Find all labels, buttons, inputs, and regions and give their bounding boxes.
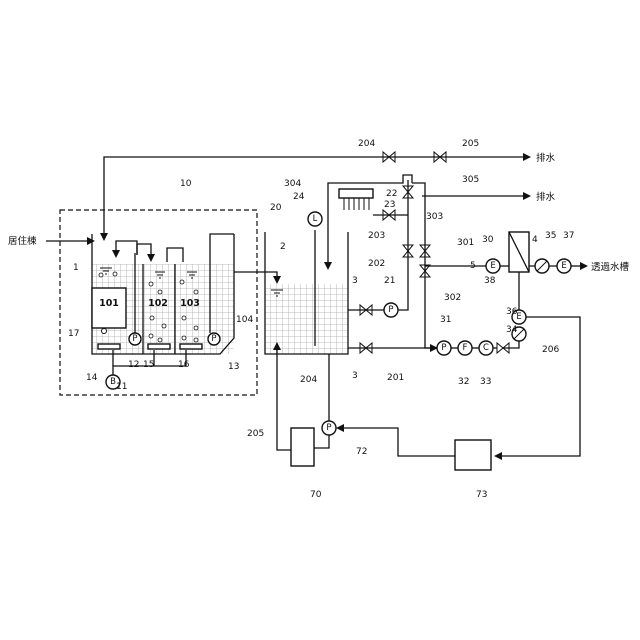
reference-numeral: 4 xyxy=(532,235,538,245)
reference-numeral: 204 xyxy=(300,375,317,385)
reference-numeral: 305 xyxy=(462,175,479,185)
pump-72: P xyxy=(314,354,336,448)
reference-numeral: 38 xyxy=(484,276,496,286)
pump-13-symbol: P xyxy=(211,334,216,344)
pump-13: P xyxy=(208,333,220,345)
tank-70 xyxy=(291,428,314,466)
diffuser-16 xyxy=(180,344,202,349)
reference-numeral: 14 xyxy=(86,373,98,383)
reference-numeral: 10 xyxy=(180,179,192,189)
reference-numeral: 17 xyxy=(68,329,79,339)
reference-numeral: 205 xyxy=(462,139,479,149)
feed-line: P F C xyxy=(437,341,509,355)
reference-numeral: 21 xyxy=(384,276,395,286)
reference-numeral: 20 xyxy=(270,203,282,213)
reference-numeral: 5 xyxy=(470,261,476,271)
permeate-tank-label: 透過水槽 xyxy=(591,261,630,273)
reference-numeral: 30 xyxy=(482,235,494,245)
reference-numeral: 201 xyxy=(387,373,404,383)
reference-numeral: 3 xyxy=(352,371,358,381)
diffuser-15 xyxy=(148,344,170,349)
reference-numeral: 73 xyxy=(476,490,487,500)
unit-22 xyxy=(339,189,408,220)
reference-numeral: 36 xyxy=(506,307,518,317)
reference-numeral: 37 xyxy=(563,231,574,241)
drain-label-top: 排水 xyxy=(536,152,556,164)
diffuser-14 xyxy=(98,344,120,349)
concentrate-line: E xyxy=(494,272,580,460)
tank-101-label: 101 xyxy=(99,298,119,309)
reference-numeral: 15 xyxy=(143,360,154,370)
reference-numeral: 202 xyxy=(368,259,385,269)
reference-numeral: 22 xyxy=(386,189,397,199)
c33-symbol: C xyxy=(483,343,489,353)
sensor-17 xyxy=(102,329,107,334)
reference-numeral: 302 xyxy=(444,293,461,303)
tank-103-label: 103 xyxy=(180,298,200,309)
reference-numeral: 34 xyxy=(506,325,518,335)
return-pipe-205 xyxy=(273,342,292,450)
electric-meter-38: E xyxy=(486,259,509,273)
reference-numeral: 32 xyxy=(458,377,469,387)
reference-numeral: 3 xyxy=(352,276,358,286)
tank-102-label: 102 xyxy=(148,298,168,309)
reference-numeral: 1 xyxy=(73,263,79,273)
reference-numeral: 203 xyxy=(368,231,385,241)
outlet-3-upper: P xyxy=(348,180,408,317)
e38-symbol: E xyxy=(490,261,495,271)
reference-numeral: 301 xyxy=(457,238,474,248)
level-sensor-24: L xyxy=(308,212,322,226)
pipe-305: 排水 xyxy=(422,191,556,203)
pump-72-symbol: P xyxy=(326,423,331,433)
pipe-204-top xyxy=(100,153,531,241)
inlet-line: 居住棟 xyxy=(8,235,95,247)
reference-numeral: 24 xyxy=(293,192,305,202)
pump-12: P xyxy=(129,333,141,345)
residential-building-label: 居住棟 xyxy=(8,235,37,247)
drain-text-top: 排水 xyxy=(536,152,556,164)
reference-numeral: 31 xyxy=(440,315,451,325)
reference-numeral: 205 xyxy=(247,429,264,439)
reference-numeral: 206 xyxy=(542,345,559,355)
reference-numeral: 23 xyxy=(384,200,395,210)
reference-numeral: 72 xyxy=(356,447,367,457)
level-sensor-symbol: L xyxy=(313,214,318,224)
pump-21-symbol: P xyxy=(388,305,393,315)
reference-numeral: 2 xyxy=(280,242,286,252)
pump-12-symbol: P xyxy=(132,334,137,344)
flow-32-symbol: F xyxy=(463,343,468,353)
reference-numeral: 13 xyxy=(228,362,239,372)
reference-numeral: 303 xyxy=(426,212,443,222)
reference-numeral: 304 xyxy=(284,179,301,189)
reference-numeral: 16 xyxy=(178,360,190,370)
reference-numeral: 33 xyxy=(480,377,491,387)
reference-numeral: 11 xyxy=(116,382,127,392)
reference-numeral: 204 xyxy=(358,139,375,149)
membrane-module-30 xyxy=(509,232,529,272)
reference-numeral: 35 xyxy=(545,231,556,241)
permeate-line: E 透過水槽 xyxy=(529,259,630,273)
pump-31-symbol: P xyxy=(441,343,446,353)
reference-numeral: 12 xyxy=(128,360,139,370)
drain-label-mid: 排水 xyxy=(536,191,556,203)
reference-numeral: 104 xyxy=(236,315,253,325)
tank-20 xyxy=(265,230,348,354)
reference-numeral: 70 xyxy=(310,490,322,500)
e37-symbol: E xyxy=(561,261,566,271)
